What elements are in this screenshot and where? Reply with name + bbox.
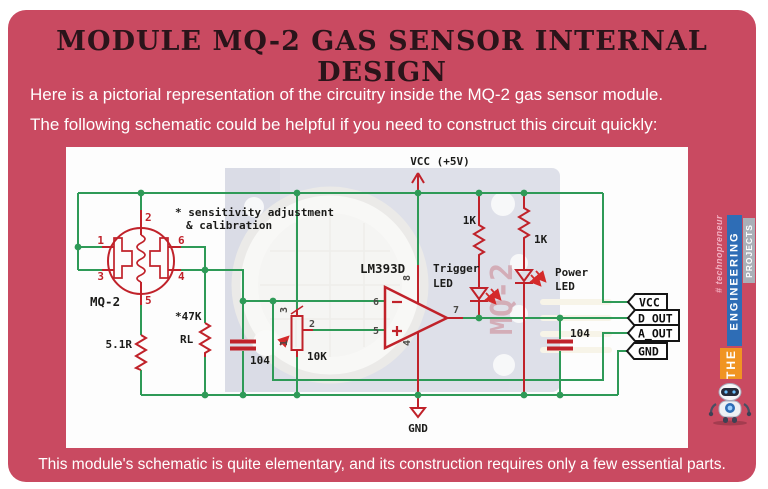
mq2-sensor-symbol [102, 210, 181, 305]
trigger-led-label-1: Trigger [433, 262, 480, 275]
load-resistor-value-label: *47K [175, 310, 202, 323]
schematic-panel: MQ-2 [66, 147, 688, 448]
pot-wiper-arrow [277, 335, 290, 348]
brand-projects-block: PROJECTS [743, 218, 755, 283]
opamp-pin-7: 7 [453, 305, 459, 316]
intro-line-1: Here is a pictorial representation of th… [30, 85, 664, 104]
mq2-pin-4: 4 [178, 270, 185, 283]
robot-icon [708, 383, 752, 426]
tag-a-out: A_OUT [626, 324, 680, 342]
resistor-1k-power [517, 193, 531, 270]
heater-resistor-label: 5.1R [106, 338, 133, 351]
wires [77, 192, 628, 396]
resistor-5r1 [133, 334, 148, 371]
footer-caption: This module's schematic is quite element… [38, 456, 726, 473]
page-title: MODULE MQ-2 GAS SENSOR INTERNAL DESIGN [56, 26, 708, 88]
schematic-labels: VCC (+5V) GND * sensitivity adjustment &… [90, 155, 590, 435]
brand-engineering-block: ENGINEERING [727, 215, 742, 346]
mq2-pin-5: 5 [145, 294, 152, 307]
tag-d-out: D_OUT [626, 309, 680, 327]
vcc-power-label: VCC (+5V) [410, 155, 470, 168]
capacitor-104-left [230, 339, 256, 351]
r-trigger-label: 1K [463, 214, 477, 227]
pot-pin-3: 3 [279, 307, 290, 313]
output-tags: VCC D_OUT A_OUT GND [625, 293, 680, 360]
tag-vcc: VCC [626, 293, 668, 311]
svg-text:D_OUT: D_OUT [638, 312, 673, 327]
opamp-pin-8: 8 [402, 275, 413, 281]
opamp-pin-4: 4 [402, 340, 413, 346]
robot-mascot-logo [704, 382, 756, 426]
gnd-label: GND [408, 422, 428, 435]
opamp-label: LM393D [360, 261, 405, 276]
svg-text:GND: GND [638, 345, 659, 359]
opamp-pin-5: 5 [373, 326, 379, 337]
mq2-right-electrode [149, 237, 169, 279]
resistor-rl [198, 322, 212, 357]
sensitivity-note-line2: & calibration [186, 219, 272, 232]
load-resistor-name-label: RL [180, 333, 194, 346]
led-emission-arrows [484, 270, 547, 305]
components [102, 172, 573, 419]
intro-line-2: The following schematic could be helpful… [30, 115, 658, 134]
power-led-label-2: LED [555, 280, 575, 293]
pot-pin-1: 1 [279, 340, 290, 346]
trigger-led-label-2: LED [433, 277, 453, 290]
intro-text: Here is a pictorial representation of th… [30, 80, 740, 140]
mq2-pin-3: 3 [97, 270, 104, 283]
infographic-card: MODULE MQ-2 GAS SENSOR INTERNAL DESIGN H… [8, 10, 756, 482]
mq2-left-electrode [113, 237, 133, 279]
mq2-pin-2: 2 [145, 211, 152, 224]
pot-value-label: 10K [307, 350, 327, 363]
capacitors [230, 339, 573, 351]
cap-left-label: 104 [250, 354, 270, 367]
svg-text:A_OUT: A_OUT [638, 327, 673, 342]
mq2-label: MQ-2 [90, 294, 120, 309]
junction-dots [74, 189, 564, 399]
r-power-label: 1K [534, 233, 548, 246]
opamp-pin-6: 6 [373, 297, 379, 308]
opamp-plus-sign [392, 326, 402, 336]
brand-the-block: THE [720, 348, 742, 379]
svg-text:VCC: VCC [639, 296, 660, 310]
module-photo-background [225, 168, 612, 392]
brand-hashtag: # technopreneur [714, 214, 725, 294]
sensitivity-note-line1: * sensitivity adjustment [175, 206, 334, 219]
mq2-heater-coil [136, 234, 146, 283]
resistor-1k-trigger [472, 193, 486, 288]
mq2-pin-6: 6 [178, 234, 185, 247]
capacitor-104-right [547, 339, 573, 351]
cap-right-label: 104 [570, 327, 590, 340]
potentiometer-10k [277, 305, 313, 357]
pot-pin-2: 2 [309, 319, 315, 330]
circuit-schematic: MQ-2 [74, 155, 680, 435]
gnd-arrow-icon [408, 407, 428, 419]
mq2-pin-1: 1 [97, 234, 104, 247]
power-led-label-1: Power [555, 266, 588, 279]
tag-gnd: GND [625, 342, 668, 360]
